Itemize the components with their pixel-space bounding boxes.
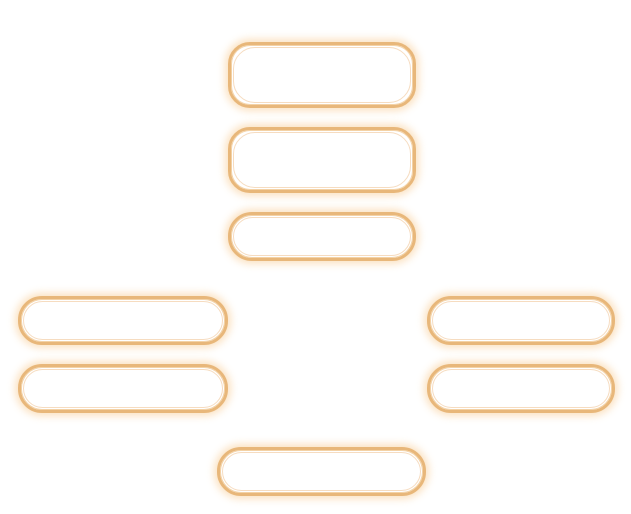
- right-block-2[interactable]: [427, 364, 615, 413]
- top-block-3[interactable]: [228, 212, 416, 261]
- left-block-1[interactable]: [18, 296, 228, 345]
- right-block-1[interactable]: [427, 296, 615, 345]
- bottom-block[interactable]: [217, 447, 426, 496]
- top-block-2[interactable]: [228, 127, 416, 193]
- top-block-1[interactable]: [228, 42, 416, 108]
- left-block-2[interactable]: [18, 364, 228, 413]
